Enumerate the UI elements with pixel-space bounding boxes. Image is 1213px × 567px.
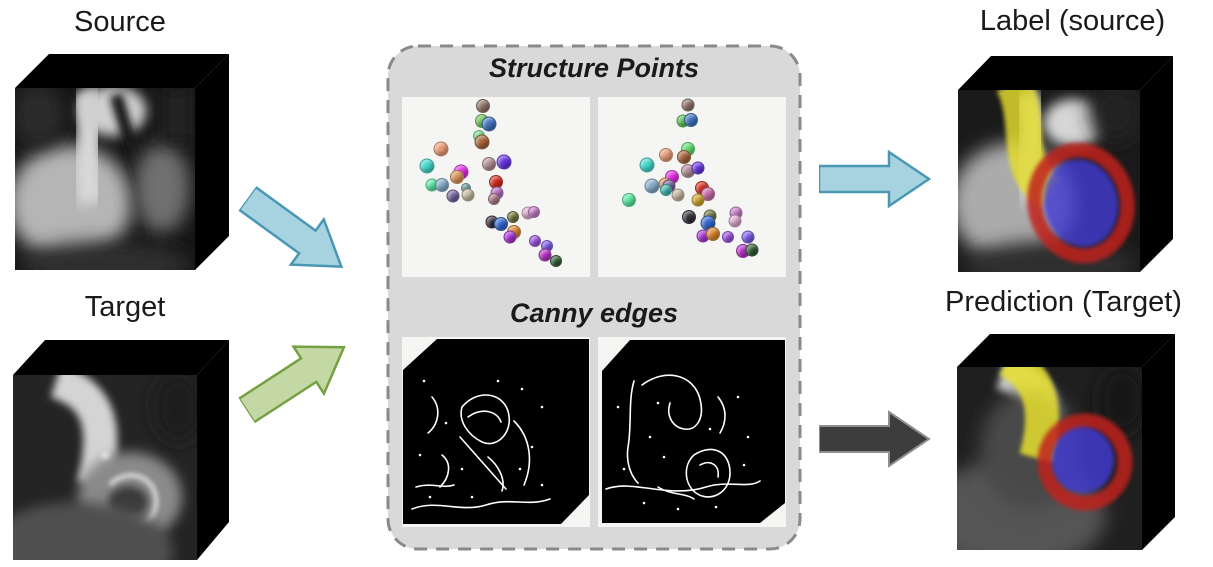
structure-point [538, 248, 552, 262]
structure-point [488, 192, 501, 205]
cube-right-face [197, 340, 229, 560]
structure-point [660, 184, 673, 197]
structure-point [446, 189, 460, 203]
structure-point [745, 243, 759, 257]
target-volume-cube [8, 337, 232, 567]
cube-top-face [15, 54, 229, 88]
source-volume-cube [10, 53, 232, 290]
structure-point [644, 178, 660, 194]
prediction-target-cube [952, 330, 1190, 565]
target-ct-slice [13, 375, 197, 560]
structure-point [461, 188, 475, 202]
structure-point [741, 230, 755, 244]
structure-point [476, 99, 491, 113]
structure-point [482, 156, 497, 171]
source-label: Source [74, 6, 166, 38]
structure-point [684, 113, 699, 128]
target-to-pipeline-arrow [230, 321, 364, 440]
canny-edges-title: Canny edges [509, 298, 679, 328]
source-to-pipeline-arrow [227, 174, 361, 296]
pipeline-to-label-arrow [817, 149, 932, 213]
structure-point [433, 141, 449, 157]
structure-point [503, 230, 517, 244]
pipeline-to-prediction-arrow [818, 410, 931, 473]
canny-edge-map-target [602, 340, 785, 523]
cube-top-face [957, 334, 1175, 367]
cube-right-face [1142, 334, 1175, 550]
source-mri-slice [15, 88, 195, 270]
structure-point [681, 98, 695, 112]
cube-top-face [13, 340, 229, 375]
segmentation-overlay [998, 367, 1133, 511]
structure-point [691, 161, 705, 175]
label-source-label: Label (source) [979, 5, 1166, 37]
pipeline-box: Structure Points Canny edges [386, 44, 802, 551]
structure-point [549, 254, 562, 267]
structure-point [450, 169, 465, 184]
structure-point [496, 154, 512, 170]
target-label: Target [84, 291, 166, 323]
structure-point [681, 210, 696, 225]
canny-edges-panel-left [402, 337, 590, 527]
structure-point [622, 192, 637, 207]
structure-points-panel-right [598, 97, 786, 277]
cube-right-face [1140, 56, 1173, 272]
structure-point [706, 226, 721, 241]
prediction-target-label: Prediction (Target) [945, 286, 1182, 318]
structure-point [506, 211, 519, 224]
segmentation-overlay [996, 90, 1135, 264]
structure-point [494, 217, 509, 232]
structure-point [528, 235, 541, 247]
prediction-ct-slice [957, 367, 1142, 550]
structure-point [435, 178, 450, 193]
cube-top-face [958, 56, 1173, 90]
structure-point [728, 214, 742, 228]
structure-point [527, 206, 540, 219]
structure-point [481, 116, 497, 132]
structure-point [639, 157, 655, 173]
structure-point [676, 149, 691, 164]
structure-point [691, 193, 705, 207]
structure-points-panel-left [402, 97, 590, 277]
canny-edge-map-source [403, 339, 589, 524]
label-source-mri-slice [958, 90, 1140, 272]
canny-edges-panel-right [598, 337, 786, 527]
structure-point [659, 147, 674, 162]
cube-right-face [195, 54, 229, 270]
structure-point [419, 158, 435, 174]
structure-point [671, 188, 685, 202]
structure-point [474, 134, 490, 150]
structure-points-title: Structure Points [488, 53, 700, 83]
label-source-cube [955, 53, 1190, 290]
structure-point [721, 231, 734, 244]
